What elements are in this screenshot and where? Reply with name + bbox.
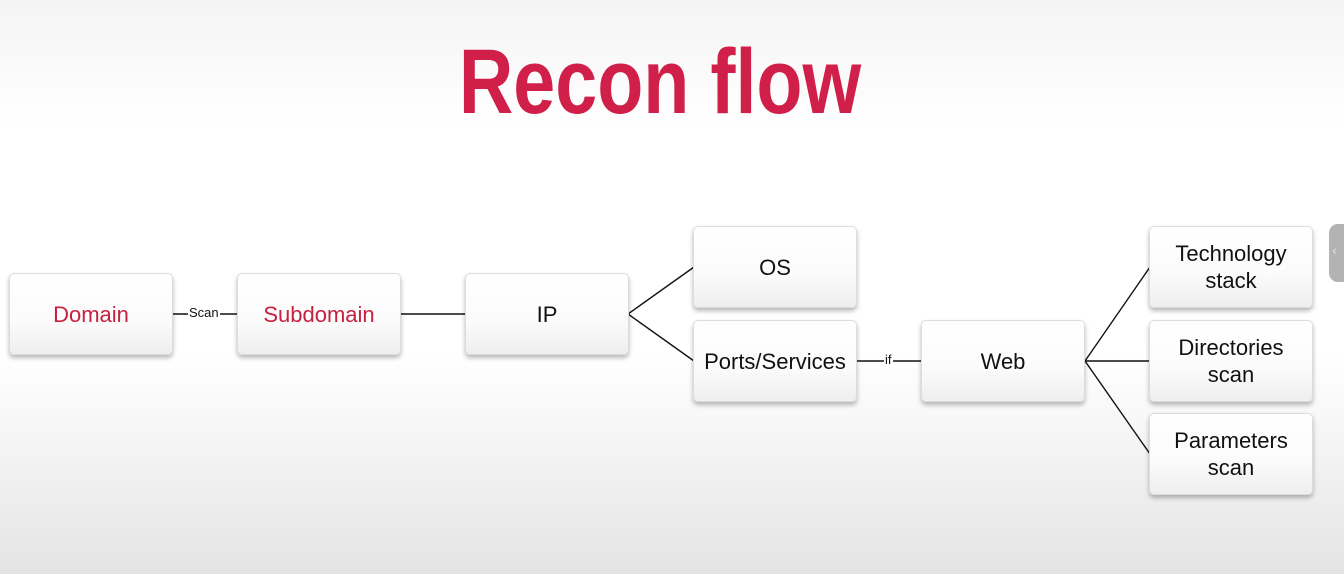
node-technology-stack: Technology stack: [1149, 226, 1313, 308]
node-web: Web: [921, 320, 1085, 402]
node-parameters-scan-label: Parameters scan: [1174, 427, 1288, 481]
node-directories-scan-line-2: scan: [1207, 362, 1255, 387]
page-title: Recon flow: [458, 31, 862, 133]
node-ports-services: Ports/Services: [693, 320, 857, 402]
node-parameters-scan: Parameters scan: [1149, 413, 1313, 495]
edge-label-if: if: [884, 352, 893, 367]
node-directories-scan: Directories scan: [1149, 320, 1313, 402]
node-technology-stack-line-2: stack: [1205, 268, 1257, 293]
edge-ip-ports: [627, 313, 695, 362]
node-domain: Domain: [9, 273, 173, 355]
chevron-left-icon: ‹: [1332, 244, 1337, 258]
node-domain-label: Domain: [53, 301, 129, 327]
node-ip: IP: [465, 273, 629, 355]
sidebar-toggle-handle[interactable]: [1329, 224, 1344, 282]
edge-web-parameters: [1084, 360, 1151, 455]
node-os: OS: [693, 226, 857, 308]
node-technology-stack-label: Technology stack: [1175, 240, 1286, 294]
node-directories-scan-line-1: Directories: [1178, 335, 1284, 360]
node-subdomain: Subdomain: [237, 273, 401, 355]
node-web-label: Web: [980, 348, 1026, 374]
node-subdomain-label: Subdomain: [263, 301, 375, 327]
edge-label-scan: Scan: [188, 305, 220, 320]
edge-ip-os: [627, 266, 695, 315]
node-os-label: OS: [759, 254, 791, 280]
node-ports-services-label: Ports/Services: [704, 348, 846, 374]
node-parameters-scan-line-2: scan: [1207, 455, 1255, 480]
node-parameters-scan-line-1: Parameters: [1174, 428, 1288, 453]
node-technology-stack-line-1: Technology: [1175, 241, 1287, 266]
node-ip-label: IP: [536, 301, 558, 327]
node-directories-scan-label: Directories scan: [1178, 334, 1283, 388]
edge-web-technology: [1084, 266, 1151, 362]
